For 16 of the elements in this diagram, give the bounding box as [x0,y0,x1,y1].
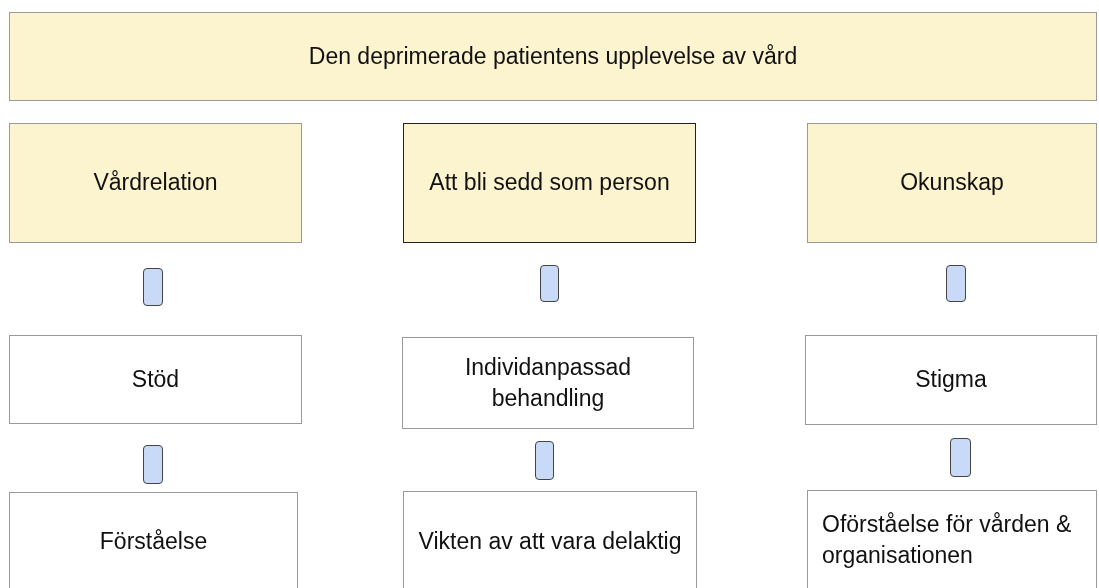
connector-block [946,265,966,302]
connector-block [143,445,163,484]
title-box: Den deprimerade patientens upplevelse av vård [9,12,1097,101]
connector-block [143,268,163,306]
category-box: Oförståelse för vården & organisationen [807,490,1097,588]
connector-block [540,265,559,302]
category-box: Vårdrelation [9,123,302,243]
connector-block [535,441,554,480]
connector-block [950,438,971,477]
category-box: Förståelse [9,492,298,588]
category-box: Individanpassad behandling [402,337,694,429]
category-box: Att bli sedd som person [403,123,696,243]
category-box: Stigma [805,335,1097,425]
category-box: Okunskap [807,123,1097,243]
category-box: Vikten av att vara delaktig [403,491,697,588]
category-box: Stöd [9,335,302,424]
